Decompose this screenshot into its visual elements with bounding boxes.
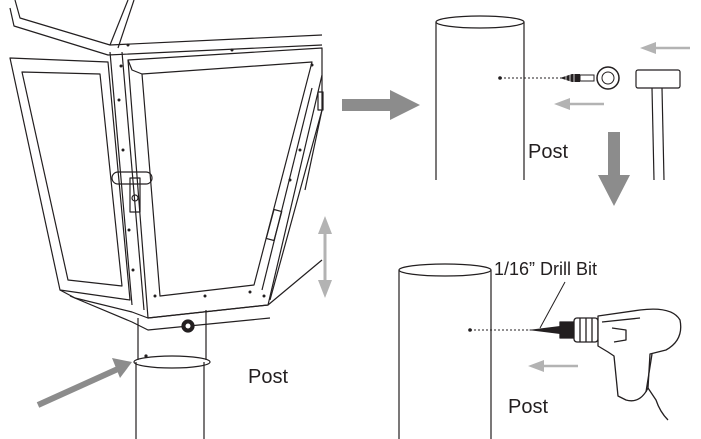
post-label-top-right: Post	[528, 141, 568, 163]
hammer	[635, 69, 681, 181]
post-label-bottom-right: Post	[508, 396, 548, 418]
post-label-left: Post	[248, 366, 288, 388]
post-bottom-right	[398, 263, 492, 439]
post-top-right	[435, 15, 525, 180]
drill-bit-leader	[539, 281, 566, 329]
lantern-assembly	[9, 0, 324, 439]
power-drill	[528, 308, 682, 421]
hammer-direction-arrow	[640, 42, 690, 54]
step-arrow-right	[342, 90, 420, 120]
screw-direction-arrow	[554, 98, 604, 110]
eye-screw	[560, 66, 620, 90]
vertical-adjust-arrow	[318, 216, 332, 298]
drill-bit-label: 1/16” Drill Bit	[494, 259, 597, 279]
step-arrow-down	[598, 132, 630, 206]
pointer-arrow-collar	[36, 365, 122, 408]
drill-direction-arrow	[528, 360, 578, 372]
frame-rivets	[117, 43, 314, 298]
pointer-arrowhead-collar	[112, 358, 132, 378]
drill-point	[468, 328, 472, 332]
screw-point	[498, 76, 502, 80]
